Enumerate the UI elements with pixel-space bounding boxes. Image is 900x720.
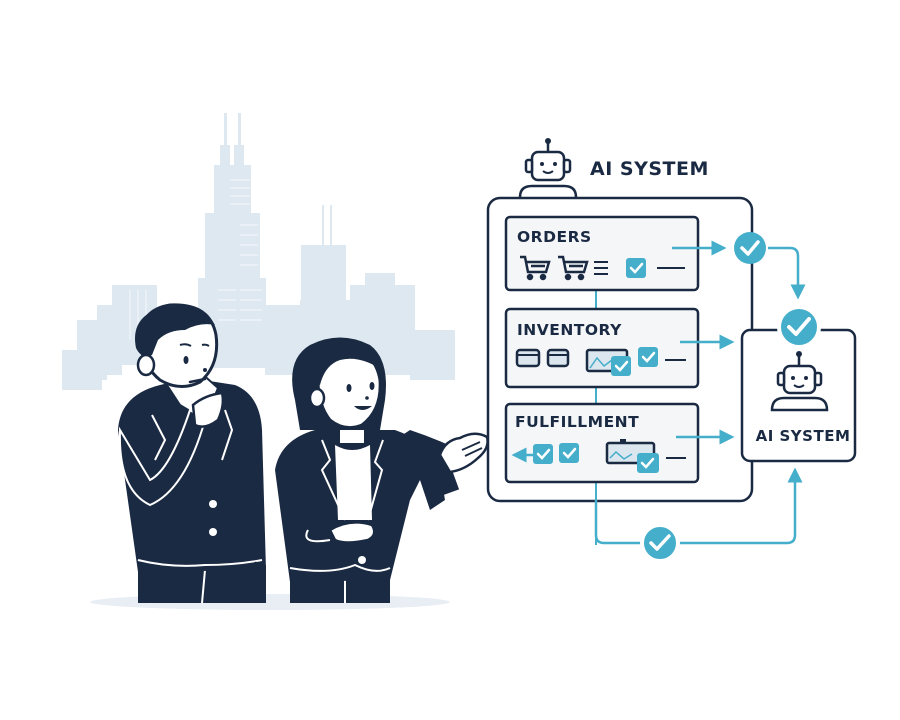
robot-icon-top bbox=[518, 138, 578, 198]
list-icon bbox=[594, 261, 608, 275]
section-label-orders: ORDERS bbox=[517, 228, 592, 246]
cart-icon bbox=[520, 255, 551, 281]
check-badge bbox=[640, 523, 680, 563]
orders-panel bbox=[504, 215, 700, 292]
robot-icon bbox=[770, 351, 829, 412]
man-figure bbox=[118, 303, 266, 604]
cart-icon bbox=[558, 255, 589, 281]
section-label-fulfillment: FULFILLMENT bbox=[515, 413, 640, 431]
window-icon bbox=[515, 348, 541, 368]
woman-figure bbox=[275, 337, 489, 603]
city-skyline bbox=[62, 113, 455, 390]
checkbox-icon bbox=[626, 258, 646, 278]
check-to-system-arrow bbox=[768, 246, 806, 300]
inventory-panel bbox=[504, 307, 700, 389]
check-badge bbox=[734, 232, 766, 264]
check-badge bbox=[777, 305, 821, 349]
section-label-inventory: INVENTORY bbox=[517, 321, 622, 339]
checkbox-icon bbox=[533, 444, 553, 464]
top-system-title: AI SYSTEM bbox=[590, 158, 709, 180]
image-window-check-icon bbox=[585, 348, 631, 376]
image-window-check-icon bbox=[605, 439, 659, 473]
ai-system-box-title: AI SYSTEM bbox=[755, 427, 851, 445]
bottom-loop-arrow bbox=[594, 467, 803, 545]
checkbox-icon bbox=[559, 443, 579, 463]
window-icon bbox=[546, 348, 570, 368]
checkbox-icon bbox=[638, 347, 658, 367]
